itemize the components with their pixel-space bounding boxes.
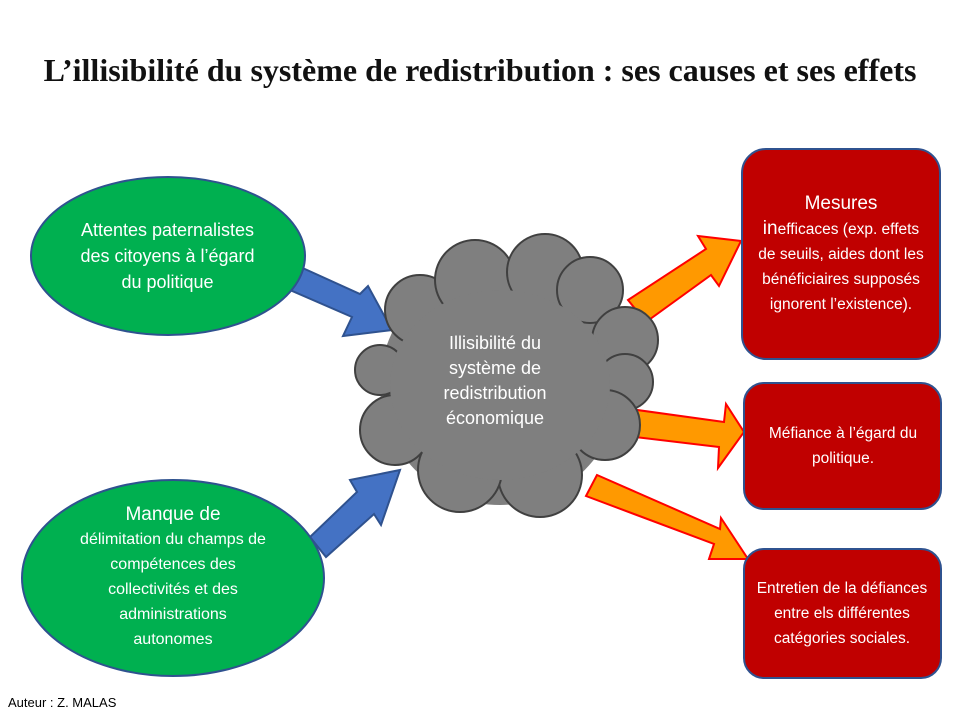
arrow-cause-1-to-center <box>288 263 394 338</box>
effect-3-text: Entretien de la défiances entre els diff… <box>756 550 928 677</box>
cause-2-lead: Manque de <box>125 504 221 525</box>
page-title: L’illisibilité du système de redistribut… <box>43 52 917 88</box>
cause-2-rest: délimitation du champs de compétences de… <box>80 531 266 648</box>
effect-1-lead: Mesures <box>804 193 878 214</box>
effect-box-3 <box>743 548 942 679</box>
cause-oval-1 <box>30 176 306 336</box>
effect-2-text: Méfiance à l’égard du politique. <box>758 396 928 496</box>
arrow-center-to-effect-1 <box>626 234 743 324</box>
effect-3-label: Entretien de la défiances entre els diff… <box>756 580 928 647</box>
effect-1-text: Mesures inefficaces (exp. effets de seui… <box>756 150 926 358</box>
center-cloud <box>354 233 659 518</box>
cause-1-text: Attentes paternalistes des citoyens à l’… <box>70 200 265 312</box>
cause-1-label: Attentes paternalistes des citoyens à l’… <box>80 220 255 292</box>
arrow-cause-2-to-center <box>308 468 402 559</box>
arrow-center-to-effect-2 <box>625 401 746 472</box>
effect-box-1 <box>741 148 941 360</box>
author-credit: Auteur : Z. MALAS <box>8 695 117 710</box>
center-label: Illisibilité du système de redistributio… <box>443 333 547 428</box>
effect-box-2 <box>743 382 942 510</box>
center-text: Illisibilité du système de redistributio… <box>420 325 570 437</box>
effect-2-label: Méfiance à l’égard du politique. <box>768 425 918 467</box>
cause-oval-2 <box>21 479 325 677</box>
cause-2-text: Manque de délimitation du champs de comp… <box>80 484 266 670</box>
effect-1-in: in <box>762 218 778 239</box>
effect-1-rest: efficaces (exp. effets de seuils, aides … <box>758 221 924 313</box>
arrow-center-to-effect-3 <box>584 473 750 560</box>
